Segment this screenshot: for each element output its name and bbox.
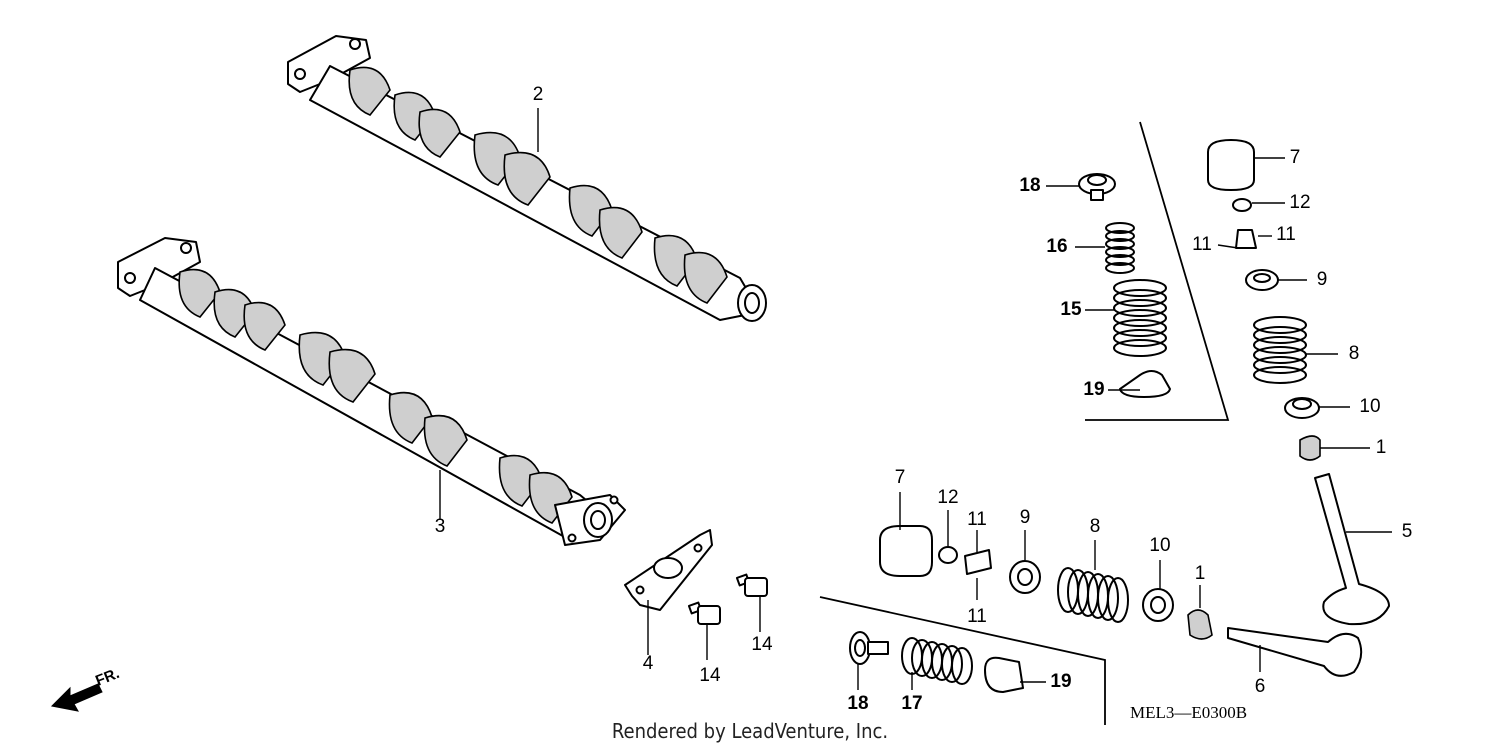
gasket-plate bbox=[624, 529, 713, 611]
callout-10: 10 bbox=[1149, 535, 1170, 556]
callout-16: 16 bbox=[1046, 236, 1067, 257]
valve-stack-boxed bbox=[1078, 173, 1171, 398]
callout-14: 14 bbox=[751, 634, 773, 655]
callout-7: 7 bbox=[895, 467, 906, 488]
callout-19: 19 bbox=[1083, 379, 1104, 400]
valve-stack-horizontal bbox=[879, 525, 1363, 677]
callout-1: 1 bbox=[1195, 563, 1206, 584]
camshaft-upper bbox=[287, 35, 767, 322]
callout-9: 9 bbox=[1020, 507, 1031, 528]
callout-1: 1 bbox=[1376, 437, 1387, 458]
callout-8: 8 bbox=[1349, 343, 1360, 364]
callout-18: 18 bbox=[1019, 175, 1040, 196]
callout-15: 15 bbox=[1060, 299, 1082, 320]
callout-12: 12 bbox=[1289, 192, 1310, 213]
callout-11: 11 bbox=[1276, 224, 1296, 245]
callout-4: 4 bbox=[643, 653, 654, 674]
callout-11: 11 bbox=[1192, 234, 1212, 255]
callout-12: 12 bbox=[937, 487, 958, 508]
diagram-code: MEL3—E0300B bbox=[1130, 703, 1247, 722]
callout-3: 3 bbox=[435, 516, 446, 537]
callout-14: 14 bbox=[699, 665, 721, 686]
bolt-b bbox=[687, 601, 721, 625]
callout-7: 7 bbox=[1290, 147, 1301, 168]
callout-10: 10 bbox=[1359, 396, 1380, 417]
direction-label: FR. bbox=[93, 665, 122, 690]
direction-arrow-icon bbox=[50, 683, 103, 712]
callout-8: 8 bbox=[1090, 516, 1101, 537]
callout-19: 19 bbox=[1050, 671, 1071, 692]
valve-stack-right bbox=[1207, 139, 1390, 626]
valve-stack-lower-boxed bbox=[849, 631, 1024, 693]
callout-6: 6 bbox=[1255, 676, 1266, 697]
callout-17: 17 bbox=[901, 693, 922, 714]
callout-11: 11 bbox=[967, 509, 987, 530]
callout-2: 2 bbox=[533, 84, 544, 105]
frame-lower bbox=[819, 596, 1106, 725]
callout-11: 11 bbox=[967, 606, 987, 627]
callout-18: 18 bbox=[847, 693, 868, 714]
frame-upper bbox=[1085, 121, 1230, 421]
callout-9: 9 bbox=[1317, 269, 1328, 290]
camshaft-lower bbox=[117, 237, 626, 546]
leader-lines bbox=[439, 108, 1392, 690]
credit-line: Rendered by LeadVenture, Inc. bbox=[612, 719, 888, 743]
callout-5: 5 bbox=[1402, 521, 1413, 542]
bolt-a bbox=[735, 573, 768, 597]
front-direction-indicator: FR. bbox=[50, 665, 122, 712]
callouts: 2 3 4 14 14 18 16 15 19 7 12 11 11 9 8 1… bbox=[435, 84, 1413, 714]
